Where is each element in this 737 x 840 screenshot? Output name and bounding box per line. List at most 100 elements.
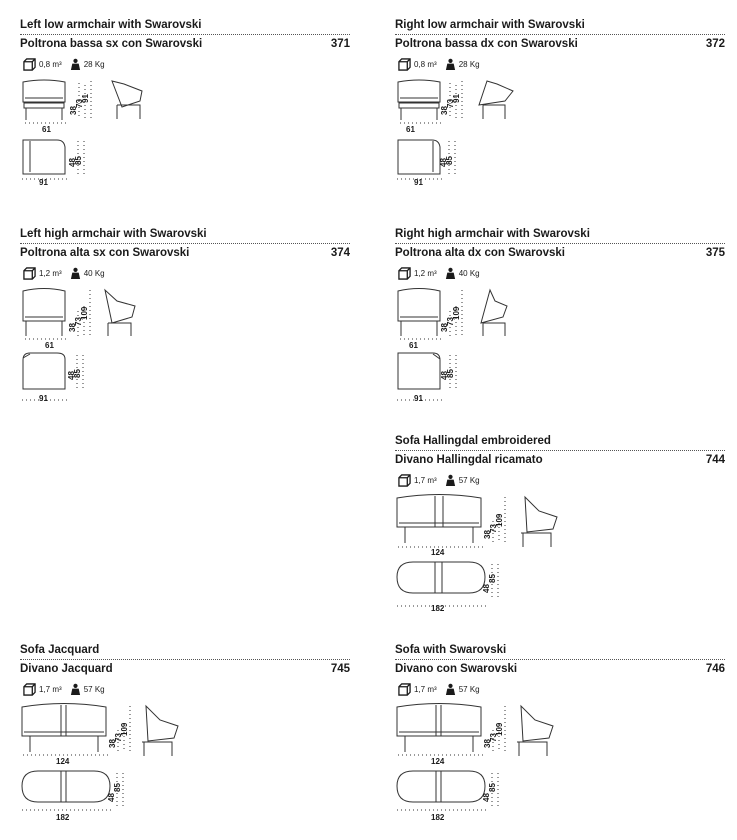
dim-width: 61 bbox=[409, 341, 418, 350]
plan-view: 48 85 91 bbox=[397, 139, 456, 187]
front-view: 61 bbox=[22, 288, 67, 350]
front-view: 61 bbox=[397, 288, 442, 350]
front-view: 61 bbox=[397, 79, 442, 134]
dim-arm-height: 73 bbox=[74, 317, 83, 326]
dim-seat-height: 38 bbox=[108, 739, 117, 748]
divider bbox=[20, 243, 350, 244]
dim-height: 91 bbox=[81, 94, 90, 103]
dim-height: 109 bbox=[452, 306, 461, 320]
volume-value: 1,7 bbox=[414, 684, 426, 694]
volume-unit: m³ bbox=[427, 59, 437, 69]
dim-seat-height: 38 bbox=[483, 739, 492, 748]
dim-plan-depth: 48 bbox=[440, 371, 449, 380]
product-371: Left low armchair with Swarovski Poltron… bbox=[20, 19, 350, 209]
plan-view: 48 85 182 bbox=[396, 561, 499, 613]
product-specs: 1,2 m³ 40 Kg bbox=[23, 266, 105, 280]
height-dims: 38 73 109 bbox=[483, 497, 506, 543]
dim-arm-height: 73 bbox=[75, 99, 84, 108]
weight-value: 40 bbox=[458, 268, 468, 278]
dim-plan-full: 85 bbox=[446, 369, 455, 378]
volume-value: 1,7 bbox=[414, 475, 426, 485]
dim-arm-height: 73 bbox=[446, 317, 455, 326]
dim-seat-height: 38 bbox=[69, 106, 78, 115]
height-dims: 38 73 109 bbox=[68, 290, 91, 336]
volume-value: 0,8 bbox=[39, 59, 51, 69]
dim-plan-depth: 48 bbox=[439, 158, 448, 167]
volume-unit: m³ bbox=[427, 268, 437, 278]
dim-plan-depth: 48 bbox=[68, 158, 77, 167]
product-744: Sofa Hallingdal embroidered Divano Halli… bbox=[395, 435, 725, 625]
product-title-it: Poltrona bassa dx con Swarovski bbox=[395, 38, 578, 50]
product-746: Sofa with Swarovski Divano con Swarovski… bbox=[395, 644, 725, 834]
product-code: 372 bbox=[705, 38, 725, 50]
plan-view: 48 85 182 bbox=[21, 770, 124, 822]
volume-unit: m³ bbox=[427, 684, 437, 694]
dim-plan-depth: 48 bbox=[482, 793, 491, 802]
dim-depth: 91 bbox=[414, 178, 423, 187]
dim-plan-full: 85 bbox=[74, 156, 83, 165]
divider bbox=[395, 659, 725, 660]
dim-seat-height: 38 bbox=[483, 530, 492, 539]
product-title-it: Divano con Swarovski bbox=[395, 663, 518, 675]
dim-depth: 182 bbox=[431, 813, 445, 822]
weight-unit: Kg bbox=[469, 475, 480, 485]
product-code: 745 bbox=[330, 663, 350, 675]
dim-plan-full: 85 bbox=[73, 369, 82, 378]
product-code: 371 bbox=[330, 38, 350, 50]
product-drawing: 124 38 73 109 48 85 182 bbox=[396, 703, 554, 822]
dim-height: 109 bbox=[120, 722, 129, 736]
side-view bbox=[111, 80, 143, 119]
product-code: 746 bbox=[705, 663, 725, 675]
front-view: 124 bbox=[396, 703, 483, 766]
product-title-en: Sofa Jacquard bbox=[20, 644, 100, 656]
dim-seat-height: 38 bbox=[440, 323, 449, 332]
dim-height: 109 bbox=[80, 306, 89, 320]
divider bbox=[395, 243, 725, 244]
dim-depth: 91 bbox=[39, 178, 48, 187]
weight-unit: Kg bbox=[469, 684, 480, 694]
height-dims: 38 73 109 bbox=[483, 706, 506, 752]
weight-value: 28 bbox=[458, 59, 468, 69]
product-drawing: 124 38 73 109 48 85 182 bbox=[21, 703, 179, 822]
product-375: Right high armchair with Swarovski Poltr… bbox=[395, 228, 725, 418]
product-drawing: 61 38 73 91 48 85 91 bbox=[397, 79, 514, 187]
volume-value: 1,2 bbox=[414, 268, 426, 278]
weight-unit: Kg bbox=[469, 59, 480, 69]
side-view bbox=[104, 288, 136, 336]
divider bbox=[20, 659, 350, 660]
dim-depth: 182 bbox=[431, 604, 445, 613]
product-specs: 1,2 m³ 40 Kg bbox=[398, 266, 480, 280]
side-view bbox=[521, 495, 558, 547]
product-specs: 1,7 m³ 57 Kg bbox=[23, 682, 105, 696]
volume-unit: m³ bbox=[52, 268, 62, 278]
weight-unit: Kg bbox=[469, 268, 480, 278]
dim-plan-depth: 48 bbox=[107, 793, 116, 802]
dim-arm-height: 73 bbox=[446, 99, 455, 108]
product-title-en: Right high armchair with Swarovski bbox=[395, 228, 590, 240]
weight-value: 40 bbox=[83, 268, 93, 278]
product-title-en: Left high armchair with Swarovski bbox=[20, 228, 207, 240]
product-title-en: Left low armchair with Swarovski bbox=[20, 19, 202, 31]
front-view: 124 bbox=[396, 494, 483, 557]
product-code: 375 bbox=[705, 247, 725, 259]
plan-view: 48 85 91 bbox=[22, 139, 85, 187]
plan-view: 48 85 182 bbox=[396, 770, 499, 822]
volume-value: 0,8 bbox=[414, 59, 426, 69]
side-view bbox=[142, 704, 179, 756]
dim-width: 124 bbox=[56, 757, 70, 766]
product-specs: 0,8 m³ 28 Kg bbox=[398, 57, 480, 71]
dim-depth: 91 bbox=[39, 394, 48, 403]
plan-view: 48 85 91 bbox=[397, 352, 457, 403]
dim-height: 109 bbox=[495, 513, 504, 527]
dim-height: 91 bbox=[452, 94, 461, 103]
dim-arm-height: 73 bbox=[489, 524, 498, 533]
product-drawing: 124 38 73 109 48 85 182 bbox=[396, 494, 558, 613]
weight-unit: Kg bbox=[94, 59, 105, 69]
product-specs: 1,7 m³ 57 Kg bbox=[398, 473, 480, 487]
dim-plan-full: 85 bbox=[445, 156, 454, 165]
volume-value: 1,7 bbox=[39, 684, 51, 694]
weight-value: 28 bbox=[83, 59, 93, 69]
product-374: Left high armchair with Swarovski Poltro… bbox=[20, 228, 350, 418]
weight-value: 57 bbox=[458, 684, 468, 694]
side-view bbox=[480, 288, 508, 336]
